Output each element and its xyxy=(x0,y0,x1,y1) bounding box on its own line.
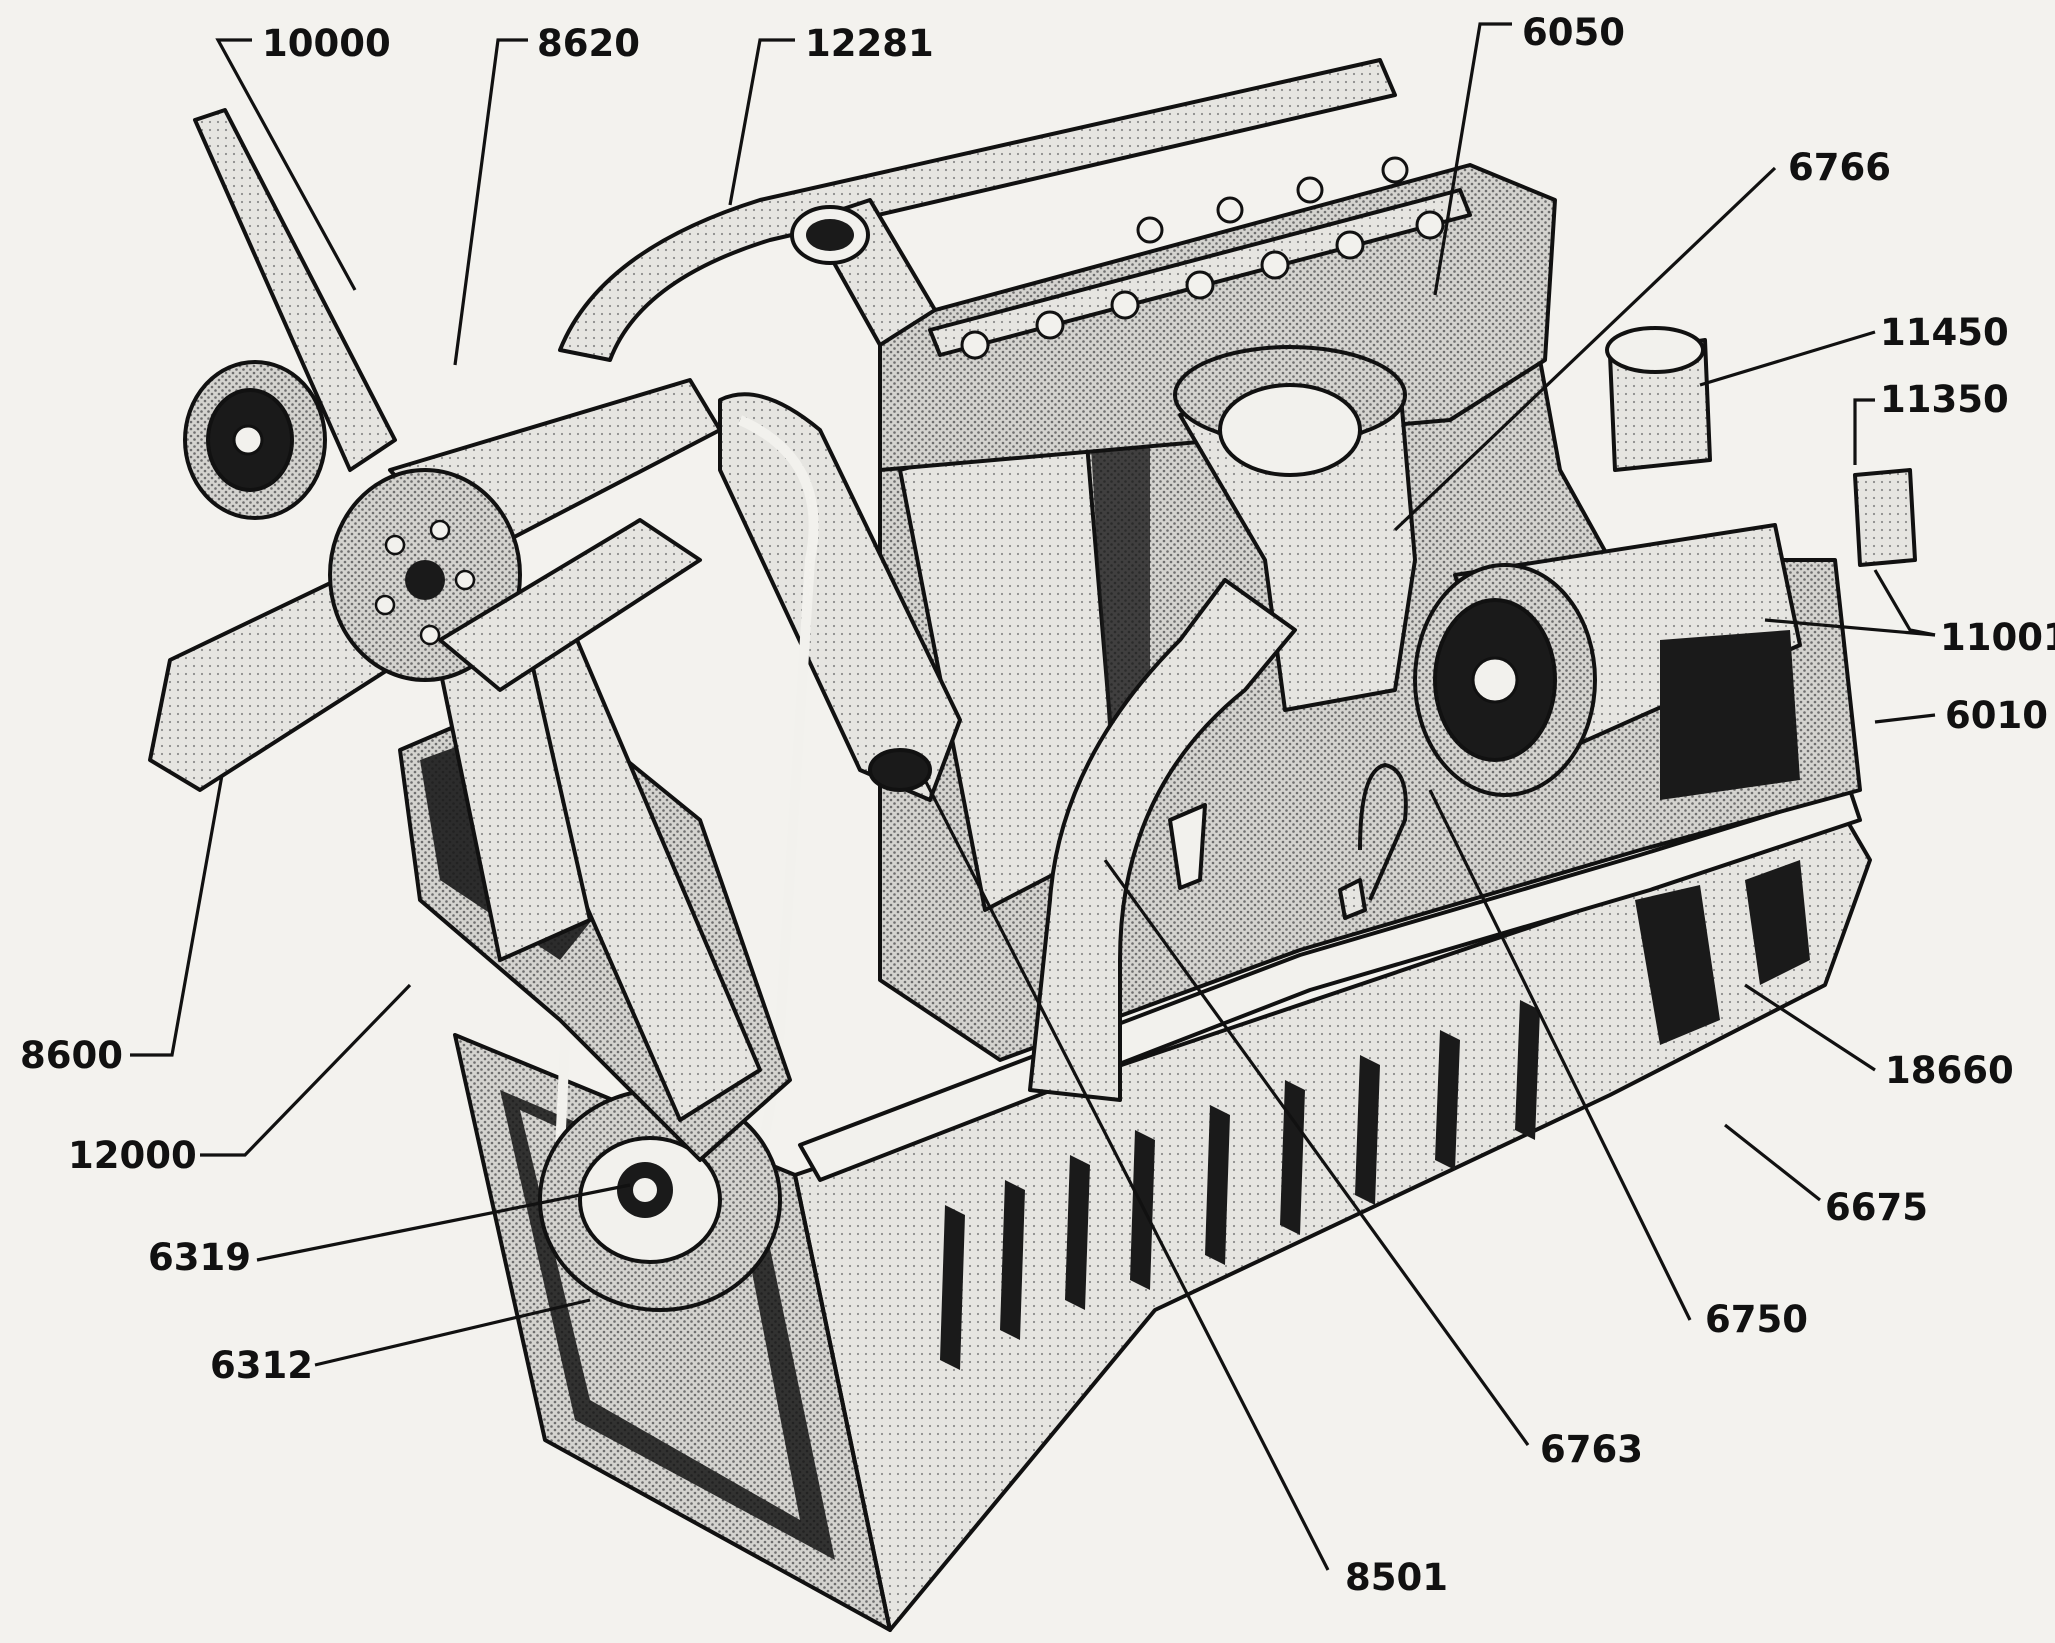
leader-8501 xyxy=(923,779,1330,1571)
leader-6763 xyxy=(1103,859,1530,1446)
leader-6010 xyxy=(1874,713,1936,724)
leader-12000 xyxy=(200,983,412,1157)
leader-10000 xyxy=(215,38,357,291)
leader-12281 xyxy=(728,38,795,206)
leader-8620 xyxy=(453,38,528,366)
leader-6750 xyxy=(1428,789,1692,1321)
leader-11350 xyxy=(1853,398,1875,465)
oil-pan-ribs xyxy=(940,860,1810,1370)
callout-6750: 6750 xyxy=(1705,1298,1808,1341)
callout-12000: 12000 xyxy=(68,1134,197,1177)
leader-6312 xyxy=(314,1298,591,1367)
callout-6050: 6050 xyxy=(1522,11,1625,54)
fan-hub-holes xyxy=(374,519,476,646)
leader-11450 xyxy=(1699,330,1876,387)
pan-cutout xyxy=(1168,803,1207,890)
water-pump xyxy=(718,392,962,802)
callout-8501: 8501 xyxy=(1345,1556,1448,1599)
callout-18660: 18660 xyxy=(1885,1049,2014,1092)
callout-6010: 6010 xyxy=(1945,694,2048,737)
callout-11001: 11001 xyxy=(1940,616,2055,659)
callout-6319: 6319 xyxy=(148,1236,251,1279)
oil-level-indicator xyxy=(1338,763,1408,920)
callout-8620: 8620 xyxy=(537,22,640,65)
fuel-fitting xyxy=(1853,468,1917,567)
fan-pulley xyxy=(183,360,327,520)
leader-6050 xyxy=(1433,22,1512,296)
callout-6312: 6312 xyxy=(210,1344,313,1387)
leader-8600 xyxy=(130,774,224,1057)
callout-11350: 11350 xyxy=(1880,378,2009,421)
leader-lines xyxy=(130,22,1936,1571)
callout-6675: 6675 xyxy=(1825,1186,1928,1229)
generator xyxy=(1413,523,1802,800)
distributor xyxy=(1605,326,1712,472)
callout-6763: 6763 xyxy=(1540,1428,1643,1471)
callout-11450: 11450 xyxy=(1880,311,2009,354)
head-bolts xyxy=(960,156,1445,360)
callout-10000: 10000 xyxy=(262,22,391,65)
leader-6675 xyxy=(1724,1123,1821,1202)
crankshaft-pulley xyxy=(538,1088,782,1312)
callout-6766: 6766 xyxy=(1788,146,1891,189)
engine-illustration xyxy=(148,58,1917,1632)
leader-6766 xyxy=(1393,166,1777,532)
callout-8600: 8600 xyxy=(20,1034,123,1077)
water-outlet-elbow xyxy=(790,198,937,347)
callout-labels: 10000 8620 12281 6050 6766 11450 11350 1… xyxy=(20,11,2055,1599)
upper-hose-tube xyxy=(558,58,1397,362)
leader-11001-b xyxy=(1764,618,1936,637)
lower-hose xyxy=(438,518,702,692)
leader-11001-a xyxy=(1873,569,1936,637)
oil-filler xyxy=(1028,345,1417,1102)
leader-6319 xyxy=(256,1183,631,1262)
callout-12281: 12281 xyxy=(805,22,934,65)
leader-18660 xyxy=(1744,983,1876,1072)
